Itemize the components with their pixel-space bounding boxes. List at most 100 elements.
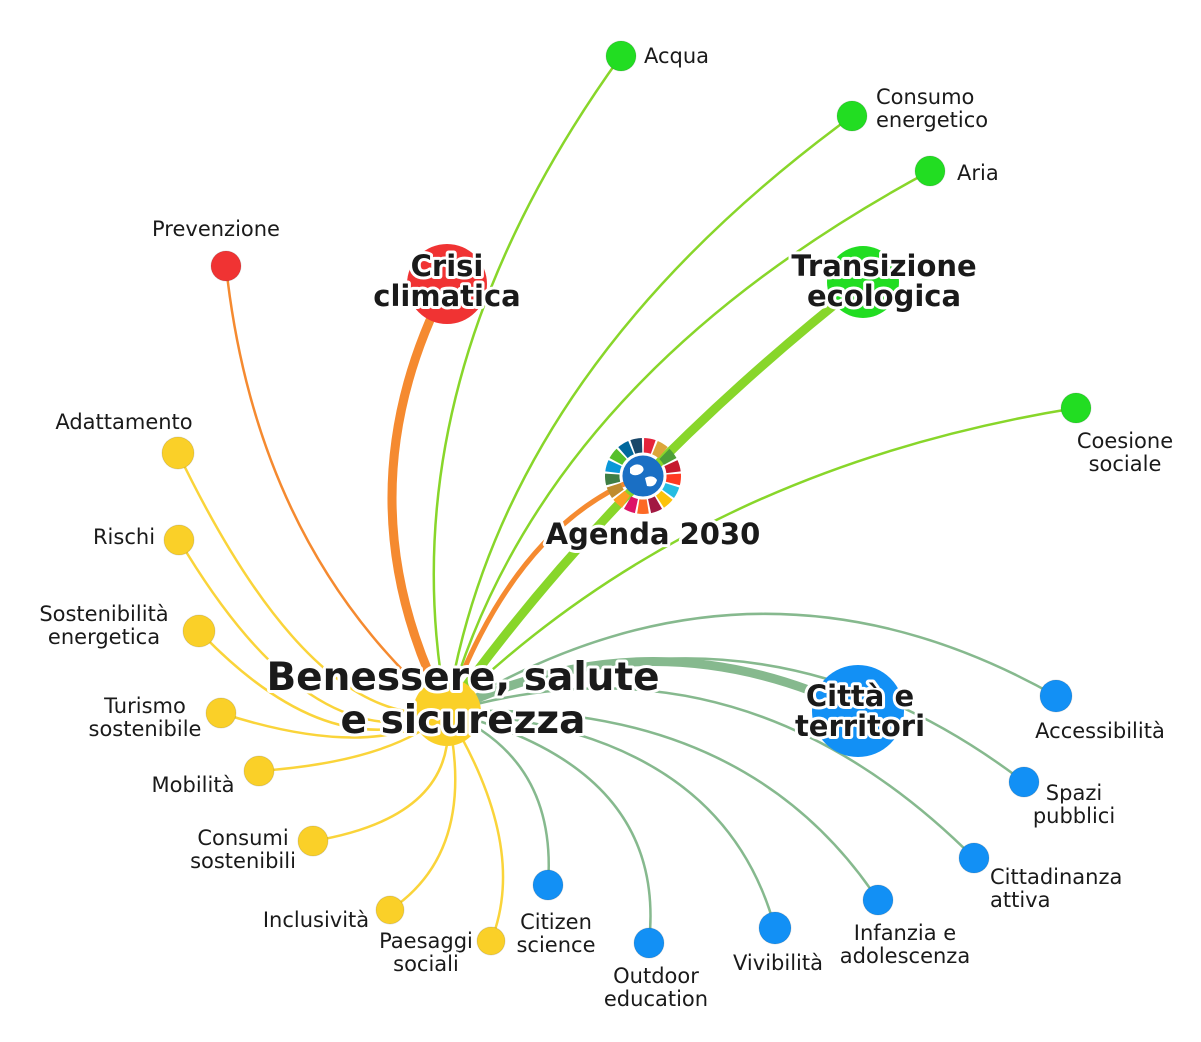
node-adattamento[interactable] — [161, 436, 195, 470]
node-turismo-sostenibile[interactable] — [205, 697, 237, 729]
hub-label-crisi-line-1: Crisi — [411, 249, 484, 283]
sdg-segment — [665, 473, 682, 486]
node-label-inclusivita-line-1: Inclusività — [263, 908, 369, 932]
node-inclusivita[interactable] — [375, 895, 405, 925]
node-label-cittadinanza-attiva-line-2: attiva — [990, 888, 1050, 912]
hub-label-citta-line-1: Città e — [806, 679, 914, 713]
node-label-aria: Aria — [957, 161, 999, 185]
node-infanzia[interactable] — [862, 884, 894, 916]
edge-benessere-paesaggi-sociali — [445, 710, 505, 943]
node-label-rischi-line-1: Rischi — [93, 525, 155, 549]
hub-crisi[interactable] — [407, 244, 487, 324]
hub-benessere[interactable] — [413, 678, 481, 746]
hub-label-benessere-line-1: Benessere, salute — [266, 655, 659, 700]
node-label-adattamento-line-1: Adattamento — [55, 410, 192, 434]
node-label-spazi-pubblici-line-2: pubblici — [1033, 804, 1115, 828]
edge-benessere-aria — [445, 169, 932, 714]
node-paesaggi-sociali[interactable] — [476, 926, 506, 956]
node-mobilita[interactable] — [243, 755, 275, 787]
node-label-mobilita: Mobilità — [152, 773, 235, 797]
node-consumi-sostenibili[interactable] — [297, 825, 329, 857]
node-label-outdoor-education-line-1: Outdoor — [613, 964, 699, 988]
nodes-layer — [161, 40, 1092, 959]
node-label-spazi-pubblici-line-1: Spazi — [1046, 781, 1102, 805]
node-label-infanzia-line-2: adolescenza — [840, 944, 970, 968]
node-label-acqua-line-1: Acqua — [644, 44, 709, 68]
sdg-segment — [652, 440, 668, 459]
node-acqua[interactable] — [605, 40, 637, 72]
node-label-accessibilita: Accessibilità — [1035, 719, 1165, 743]
hub-label-agenda-line-1: Agenda 2030 — [546, 517, 761, 551]
edge-benessere-consumo-energetico — [445, 114, 854, 714]
node-label-prevenzione: Prevenzione — [152, 217, 280, 241]
node-label-cittadinanza-attiva-line-1: Cittadinanza — [990, 865, 1122, 889]
node-label-inclusivita: Inclusività — [263, 908, 369, 932]
node-label-prevenzione-line-1: Prevenzione — [152, 217, 280, 241]
edge-benessere-outdoor-education — [445, 710, 652, 945]
sdg-segment — [643, 438, 656, 454]
node-aria[interactable] — [914, 155, 946, 187]
edge-benessere-inclusivita — [388, 710, 457, 912]
node-label-citizen-science-line-2: science — [516, 933, 595, 957]
node-coesione-sociale[interactable] — [1060, 392, 1092, 424]
sdg-segment — [605, 460, 622, 474]
node-label-vivibilita: Vivibilità — [733, 951, 823, 975]
sdg-wheel-globe-icon[interactable] — [605, 438, 682, 514]
edge-benessere-infanzia — [445, 709, 880, 902]
hub-label-transizione-line-2: ecologica — [807, 279, 961, 313]
node-prevenzione[interactable] — [210, 250, 242, 282]
hub-label-transizione-line-1: Transizione — [791, 249, 976, 283]
node-label-coesione-sociale-line-1: Coesione — [1077, 429, 1173, 453]
hub-label-benessere-line-2: e sicurezza — [341, 698, 586, 743]
node-label-paesaggi-sociali-line-1: Paesaggi — [379, 929, 473, 953]
hub-transizione[interactable] — [827, 246, 899, 318]
sdg-segment — [655, 490, 673, 508]
sdg-segment — [630, 438, 643, 454]
node-outdoor-education[interactable] — [633, 927, 665, 959]
node-label-rischi: Rischi — [93, 525, 155, 549]
edge-benessere-spazi-pubblici — [445, 657, 1026, 784]
edge-benessere-acqua — [432, 54, 623, 714]
edge-benessere-cittadinanza-attiva — [445, 687, 976, 860]
node-label-sostenibilita-energetica-line-2: energetica — [48, 625, 160, 649]
node-spazi-pubblici[interactable] — [1008, 766, 1040, 798]
node-rischi[interactable] — [163, 524, 195, 556]
sdg-segment — [618, 440, 634, 459]
edge-benessere-accessibilita — [445, 612, 1058, 714]
sdg-segment — [623, 496, 638, 514]
node-cittadinanza-attiva[interactable] — [958, 842, 990, 874]
sdg-segment — [648, 496, 663, 514]
node-sostenibilita-energetica[interactable] — [182, 614, 216, 648]
hub-citta[interactable] — [812, 665, 904, 757]
node-consumo-energetico[interactable] — [836, 100, 868, 132]
node-label-infanzia-line-1: Infanzia e — [854, 921, 956, 945]
hub-label-citta-line-2: territori — [795, 709, 925, 743]
edge-benessere-rischi — [177, 538, 449, 724]
node-label-outdoor-education-line-2: education — [604, 987, 708, 1011]
node-label-aria-line-1: Aria — [957, 161, 999, 185]
node-vivibilita[interactable] — [758, 911, 792, 945]
node-label-adattamento: Adattamento — [55, 410, 192, 434]
node-label-consumi-sostenibili-line-1: Consumi — [197, 826, 288, 850]
node-label-accessibilita-line-1: Accessibilità — [1035, 719, 1165, 743]
node-citizen-science[interactable] — [532, 869, 564, 901]
sdg-segment — [662, 483, 680, 498]
edge-benessere-crisi — [387, 279, 452, 717]
node-accessibilita[interactable] — [1039, 679, 1073, 713]
sdg-segment — [613, 490, 631, 508]
node-label-sostenibilita-energetica-line-1: Sostenibilità — [39, 602, 168, 626]
continents-shape — [630, 464, 657, 487]
node-label-turismo-sostenibile-line-2: sostenibile — [89, 717, 202, 741]
